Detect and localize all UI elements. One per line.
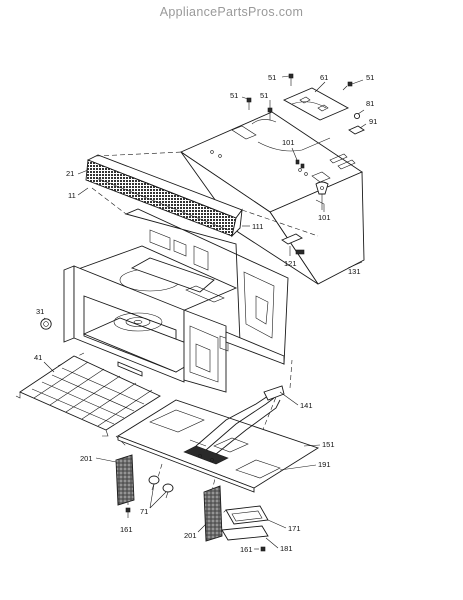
label-141: 141 (300, 401, 313, 410)
label-61: 61 (320, 73, 328, 82)
label-51-b: 51 (366, 73, 374, 82)
label-111: 111 (252, 222, 263, 231)
charcoal-filter-left (115, 454, 135, 506)
part-101-upper (295, 159, 305, 169)
label-71: 71 (140, 507, 148, 516)
label-101-right: 101 (318, 213, 331, 222)
label-171: 171 (288, 524, 301, 533)
screw-51-top-right (342, 81, 353, 91)
label-91: 91 (369, 117, 377, 126)
screw-51-left (246, 97, 252, 110)
label-21: 21 (66, 169, 74, 178)
label-151: 151 (322, 440, 335, 449)
lens-181 (221, 525, 269, 541)
bottom-plate (116, 399, 320, 493)
label-161-left: 161 (120, 525, 133, 534)
screw-31 (40, 318, 52, 330)
part-81 (353, 112, 361, 120)
part-91 (348, 125, 365, 135)
label-201-right: 201 (184, 531, 197, 540)
label-31: 31 (36, 307, 44, 316)
wire-harness (183, 385, 285, 465)
label-131: 131 (348, 267, 361, 276)
label-161-bottom: 161 (240, 545, 253, 554)
leader-lines (43, 75, 367, 549)
part-101-right (315, 181, 329, 195)
label-201-left: 201 (80, 454, 93, 463)
label-51-c: 51 (230, 91, 238, 100)
screw-161-bottom (254, 546, 266, 552)
pointer-ticks (281, 233, 305, 255)
top-bracket (282, 87, 350, 121)
lamp-bulbs (148, 475, 174, 499)
oven-rack (15, 355, 161, 437)
inner-frame (63, 208, 289, 393)
site-title: AppliancePartsPros.com (159, 5, 304, 19)
label-191: 191 (318, 460, 331, 469)
label-11: 11 (68, 191, 76, 200)
charcoal-filter-right (203, 485, 223, 542)
label-51-d: 51 (260, 91, 268, 100)
label-181: 181 (280, 544, 293, 553)
label-51-a: 51 (268, 73, 276, 82)
label-121: 121 (284, 259, 297, 268)
label-41: 41 (34, 353, 42, 362)
light-cover (225, 505, 269, 525)
part-labels: 51 61 51 51 51 81 91 101 21 11 101 111 1… (34, 73, 377, 554)
vent-grille (85, 154, 243, 238)
label-81: 81 (366, 99, 374, 108)
screw-161-left (125, 507, 131, 518)
label-101-upper: 101 (282, 138, 295, 147)
screw-51-top-left (288, 73, 294, 86)
